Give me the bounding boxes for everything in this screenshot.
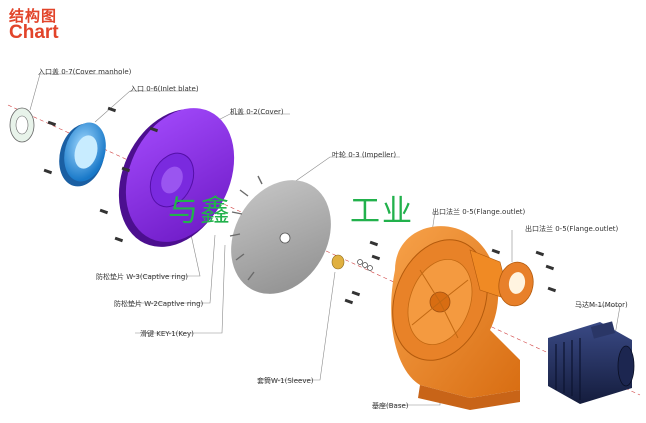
label-cover: 机盖 0-2(Cover) bbox=[230, 108, 284, 116]
label-flange-outlet-b: 出口法兰 0-5(Flange.outlet) bbox=[525, 225, 619, 233]
label-cover-manhole: 入口盖 0-7(Cover manhole) bbox=[38, 68, 132, 76]
label-captive-ring-2: 防松垫片 W-2Captlve ring) bbox=[114, 300, 204, 308]
motor-part bbox=[548, 321, 635, 404]
watermark-left: 与鑫 bbox=[168, 194, 232, 229]
base-part bbox=[391, 226, 520, 410]
impeller-part bbox=[229, 175, 331, 294]
label-base: 基座(Base) bbox=[372, 402, 409, 410]
label-flange-outlet-a: 出口法兰 0-5(Flange.outlet) bbox=[432, 208, 526, 216]
center-axis-line bbox=[7, 104, 641, 396]
leader-lines bbox=[29, 73, 621, 406]
washers bbox=[357, 259, 373, 271]
bolts bbox=[43, 106, 557, 305]
inlet-blate-part bbox=[59, 122, 106, 187]
flange-outlet-part bbox=[498, 261, 534, 307]
header-title-english: Chart bbox=[9, 22, 59, 43]
header-title-chinese: 结构图 bbox=[9, 7, 58, 25]
sleeve-part bbox=[331, 254, 345, 270]
watermark-right: 工业 bbox=[350, 194, 414, 229]
label-sleeve: 套筒W-1(Sleeve) bbox=[257, 377, 314, 385]
label-impeller: 叶轮 0-3 (Impeller) bbox=[332, 151, 397, 159]
label-inlet-blate: 入口 0-6(Inlet blate) bbox=[130, 85, 199, 93]
label-motor: 马达M-1(Motor) bbox=[575, 301, 628, 309]
label-captive-ring-1: 防松垫片 W-3(Captlve ring) bbox=[96, 273, 188, 281]
label-key: 滑键 KEY-1(Key) bbox=[140, 330, 194, 338]
cover-part bbox=[118, 108, 235, 247]
cover-manhole-part bbox=[9, 107, 35, 143]
